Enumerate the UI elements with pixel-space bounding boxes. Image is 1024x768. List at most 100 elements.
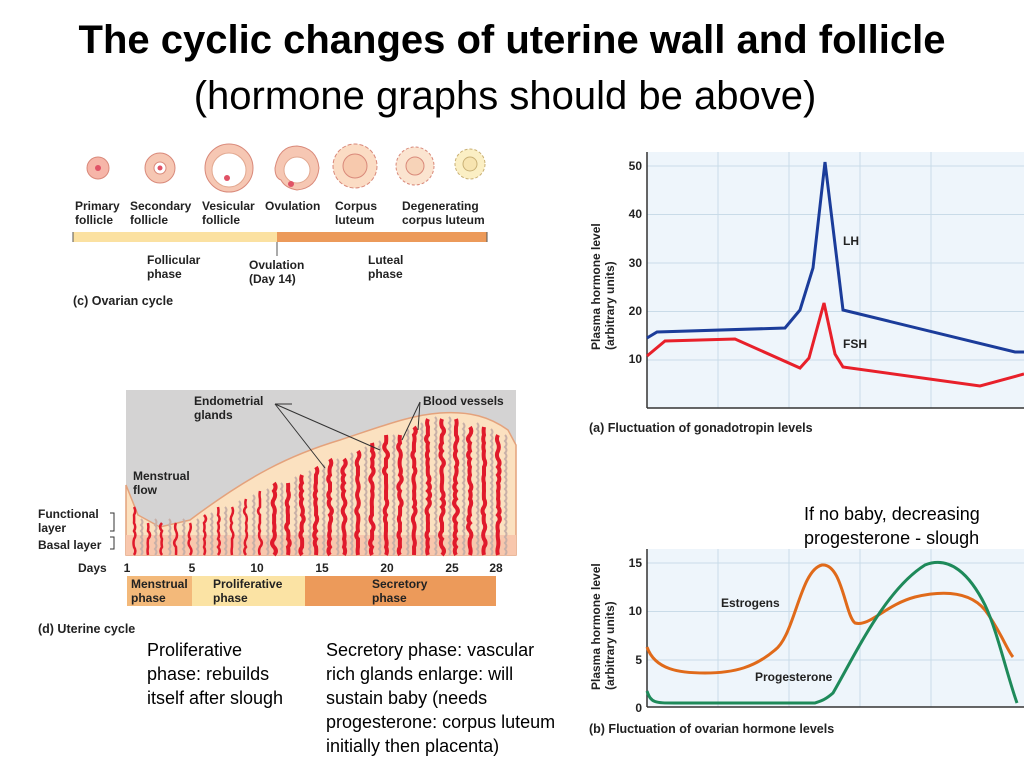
blood-vessel (342, 459, 345, 555)
proliferative-note-line-2: phase: rebuilds (147, 662, 283, 686)
ovarian-hormone-tick-15: 15 (629, 556, 643, 570)
gonadotropin-graph: 50 40 30 20 10 Plasma hormone level (arb… (585, 150, 1024, 440)
blood-vessel (314, 467, 317, 555)
follicular-phase-label: Follicular (147, 253, 201, 267)
ovarian-hormone-ylabel-2: (arbitrary units) (603, 601, 617, 690)
lh-label: LH (843, 234, 859, 248)
slide-subtitle: (hormone graphs should be above) (0, 70, 1010, 122)
follicle-primary-icon (87, 157, 109, 179)
gland (169, 519, 171, 555)
endometrial-glands-label-2: glands (194, 408, 233, 422)
follicle-secondary-icon (145, 153, 175, 183)
ovarian-hormone-tick-0: 0 (635, 701, 642, 715)
gland (365, 447, 367, 555)
ovulation-day-label-2: (Day 14) (249, 272, 296, 286)
gonadotropin-tick-30: 30 (629, 256, 643, 270)
blood-vessel (328, 459, 332, 555)
menstrual-phase-label: Menstrual (131, 577, 188, 591)
uterine-cycle-diagram: Endometrial glands Blood vessels Menstru… (30, 385, 520, 640)
follicular-phase-bar (73, 232, 277, 242)
blood-vessel (370, 443, 373, 555)
day-tick-group: 151015202528 (124, 561, 503, 575)
stage-corpus-label-2: luteum (335, 213, 374, 227)
day-tick-label: 28 (489, 561, 503, 575)
stage-primary-label-2: follicle (75, 213, 113, 227)
ovarian-hormone-tick-10: 10 (629, 604, 643, 618)
gland (141, 519, 143, 555)
gland (225, 507, 227, 555)
stage-degenerating-label: Degenerating (402, 199, 479, 213)
stage-ovulation-label: Ovulation (265, 199, 320, 213)
estrogens-label: Estrogens (721, 596, 780, 610)
gonadotropin-tick-10: 10 (629, 352, 643, 366)
secretory-phase-label: Secretory (372, 577, 428, 591)
day-tick-label: 25 (445, 561, 459, 575)
menstrual-flow-label: Menstrual (133, 469, 190, 483)
gonadotropin-caption: (a) Fluctuation of gonadotropin levels (589, 421, 813, 435)
stage-degenerating-label-2: corpus luteum (402, 213, 485, 227)
ovarian-hormone-graph: 15 10 5 0 Plasma hormone level (arbitrar… (585, 545, 1024, 745)
day-tick-label: 20 (380, 561, 394, 575)
endometrial-glands-label: Endometrial (194, 394, 263, 408)
gland (477, 423, 479, 555)
gonadotropin-ylabel-2: (arbitrary units) (603, 261, 617, 350)
progesterone-label: Progesterone (755, 670, 833, 684)
stage-vesicular-label: Vesicular (202, 199, 255, 213)
blood-vessel (204, 515, 206, 555)
day-tick-label: 15 (315, 561, 329, 575)
gland (393, 435, 395, 555)
degenerating-corpus-luteum-icon (396, 147, 434, 185)
ovarian-hormone-ylabel: Plasma hormone level (589, 563, 603, 690)
stage-secondary-label: Secondary (130, 199, 192, 213)
gonadotropin-tick-20: 20 (629, 304, 643, 318)
gland (155, 519, 157, 555)
secretory-note-line-5: initially then placenta) (326, 734, 555, 758)
proliferative-phase-label-2: phase (213, 591, 248, 605)
ovarian-cycle-diagram: Primary follicle Secondary follicle Vesi… (65, 140, 505, 312)
no-baby-note-line-1: If no baby, decreasing (804, 502, 980, 526)
menstrual-flow-label-2: flow (133, 483, 158, 497)
uterine-cycle-caption: (d) Uterine cycle (38, 622, 135, 636)
blood-vessel (134, 507, 136, 555)
blood-vessel (231, 507, 234, 555)
functional-layer-label: Functional (38, 507, 99, 521)
luteal-phase-label: Luteal (368, 253, 403, 267)
days-label: Days (78, 561, 107, 575)
secretory-note-line-2: rich glands enlarge: will (326, 662, 555, 686)
secretory-note: Secretory phase: vascular rich glands en… (326, 638, 555, 758)
proliferative-note-line-3: itself after slough (147, 686, 283, 710)
day-tick-label: 1 (124, 561, 131, 575)
basal-layer-label: Basal layer (38, 538, 102, 552)
stage-vesicular-label-2: follicle (202, 213, 240, 227)
blood-vessels-label: Blood vessels (423, 394, 504, 408)
gland (309, 471, 311, 555)
gonadotropin-ylabel: Plasma hormone level (589, 223, 603, 350)
ovarian-cycle-caption: (c) Ovarian cycle (73, 294, 173, 308)
gonadotropin-tick-40: 40 (629, 207, 643, 221)
secretory-note-line-4: progesterone: corpus luteum (326, 710, 555, 734)
gland (421, 423, 423, 555)
blood-vessel (483, 427, 486, 555)
proliferative-note: Proliferative phase: rebuilds itself aft… (147, 638, 283, 710)
stage-secondary-label-2: follicle (130, 213, 168, 227)
no-baby-note: If no baby, decreasing progesterone - sl… (804, 502, 980, 550)
follicular-phase-label-2: phase (147, 267, 182, 281)
gland (197, 519, 199, 555)
corpus-luteum-icon (333, 144, 377, 188)
luteal-phase-bar (277, 232, 487, 242)
proliferative-note-line-1: Proliferative (147, 638, 283, 662)
slide-title: The cyclic changes of uterine wall and f… (0, 14, 1024, 66)
day-tick-label: 5 (189, 561, 196, 575)
gonadotropin-tick-50: 50 (629, 159, 643, 173)
blood-vessel (412, 427, 415, 555)
follicle-ovulation-icon (275, 146, 319, 190)
secretory-note-line-3: sustain baby (needs (326, 686, 555, 710)
corpus-albicans-icon (455, 149, 485, 179)
stage-corpus-label: Corpus (335, 199, 377, 213)
gland (281, 483, 283, 555)
no-baby-note-line-2: progesterone - slough (804, 526, 980, 550)
day-tick-label: 10 (250, 561, 264, 575)
proliferative-phase-label: Proliferative (213, 577, 283, 591)
menstrual-phase-label-2: phase (131, 591, 166, 605)
gland (505, 435, 507, 555)
